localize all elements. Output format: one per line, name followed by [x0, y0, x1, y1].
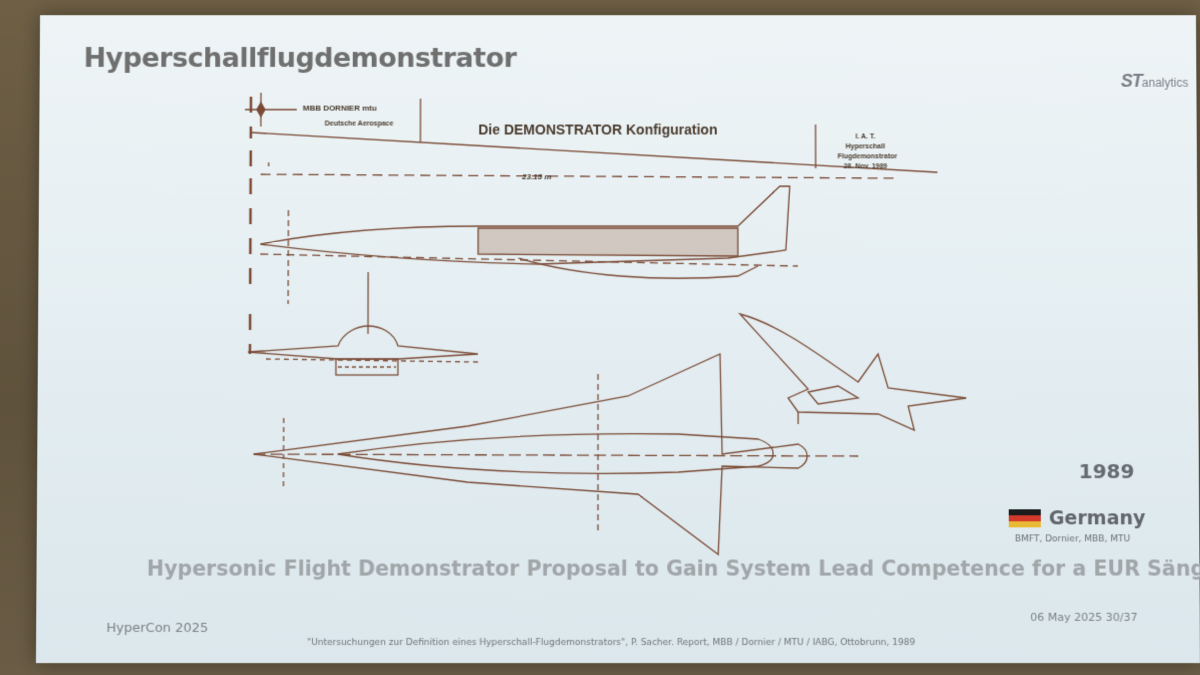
length-label: 23.15 m: [521, 172, 551, 181]
side-view: [260, 162, 898, 305]
country-row: Germany: [1008, 507, 1146, 530]
country-name: Germany: [1048, 507, 1146, 530]
date-and-page: 06 May 2025 30/37: [1030, 610, 1138, 624]
top-view: [253, 354, 858, 554]
slide: Hyperschallflugdemonstrator ST analytics: [35, 15, 1200, 664]
citation: "Untersuchungen zur Definition eines Hyp…: [306, 637, 916, 648]
front-view: [247, 272, 478, 376]
year-label: 1989: [1078, 459, 1135, 484]
sponsors: BMFT, Dornier, MBB, MTU: [1014, 534, 1131, 545]
germany-flag-icon: [1008, 509, 1041, 528]
event-name: HyperCon 2025: [106, 620, 209, 636]
info-line-4: 28. Nov. 1989: [844, 163, 888, 170]
titleblock-line: [251, 132, 938, 172]
info-line-3: Flugdemonstrator: [838, 153, 898, 160]
info-line-1: I. A. T.: [855, 133, 875, 140]
slide-subtitle: Hypersonic Flight Demonstrator Proposal …: [146, 556, 1200, 581]
company-subtitle: Deutsche Aerospace: [325, 121, 394, 128]
drawing-title: Die DEMONSTRATOR Konfiguration: [478, 122, 717, 138]
company-marks: MBB DORNIER mtu: [303, 104, 377, 113]
compass-star-icon: [245, 92, 298, 127]
info-line-2: Hyperschall: [846, 143, 886, 150]
perspective-view: [738, 312, 966, 431]
demonstrator-drawing: MBB DORNIER mtu Deutsche Aerospace Die D…: [245, 92, 966, 663]
